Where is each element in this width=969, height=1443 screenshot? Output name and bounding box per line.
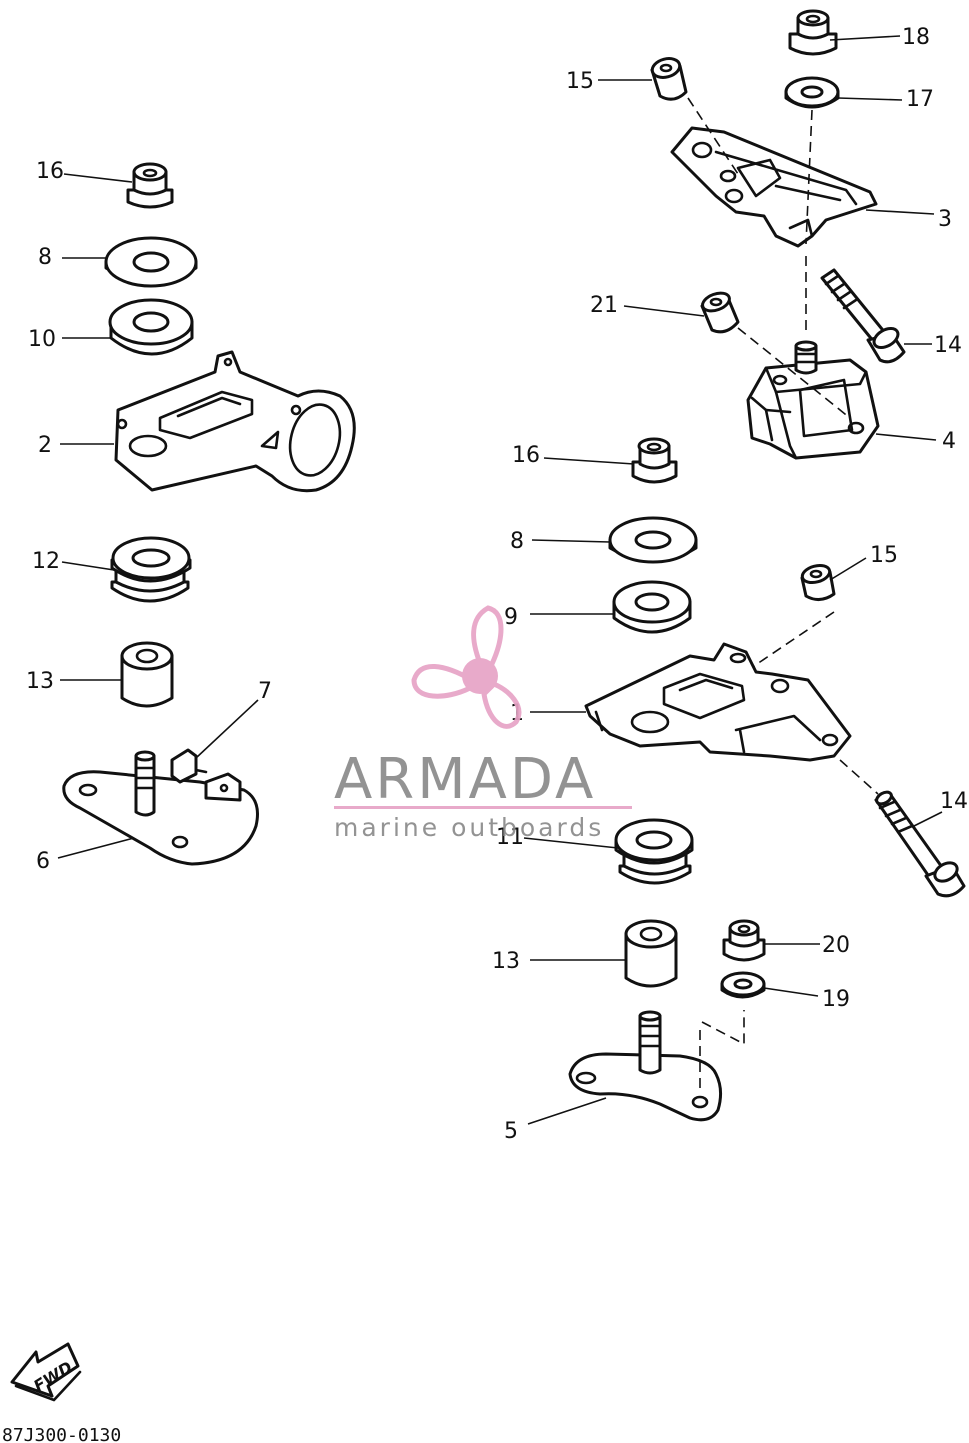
part-16-nut-left (126, 162, 174, 209)
part-12-grommet (110, 536, 192, 603)
part-6-mount-plate (62, 748, 259, 866)
part-16-nut-right (631, 437, 678, 484)
part-14-bolt-lower (874, 790, 966, 898)
part-8-washer-left (104, 236, 198, 288)
part-17-washer (784, 76, 840, 109)
part-13-sleeve-right (624, 919, 678, 988)
part-21-nut (700, 291, 740, 334)
part-11-grommet (614, 818, 694, 885)
callout-20: 20 (822, 933, 850, 958)
callout-16-right: 16 (512, 443, 540, 468)
callout-16-left: 16 (36, 159, 64, 184)
callout-15-mid: 15 (870, 543, 898, 568)
callout-9: 9 (504, 605, 518, 630)
callout-14-top: 14 (934, 333, 962, 358)
callout-2: 2 (38, 433, 52, 458)
callout-6: 6 (36, 849, 50, 874)
callout-5: 5 (504, 1119, 518, 1144)
part-13-sleeve-left (120, 641, 174, 708)
part-8-washer-right (608, 516, 698, 564)
callout-4: 4 (942, 429, 956, 454)
part-15-nut-top (650, 57, 688, 101)
part-15-nut-mid (800, 563, 836, 601)
part-18-nut (788, 9, 838, 56)
part-19-washer (720, 971, 766, 999)
callout-10: 10 (28, 327, 56, 352)
callout-13-left: 13 (26, 669, 54, 694)
callout-12: 12 (32, 549, 60, 574)
part-3-bracket (670, 126, 878, 248)
armada-watermark: ARMADA marine outboards (334, 605, 632, 842)
callout-8-left: 8 (38, 245, 52, 270)
callout-17: 17 (906, 87, 934, 112)
callout-3: 3 (938, 207, 952, 232)
propeller-icon (411, 605, 522, 729)
callout-8-right: 8 (510, 529, 524, 554)
fwd-arrow: FWD (10, 1342, 82, 1402)
part-10-grommet (108, 298, 194, 356)
callout-leaders (57, 35, 943, 1125)
part-9-grommet (612, 580, 692, 634)
callout-13-right: 13 (492, 949, 520, 974)
callout-15-top: 15 (566, 69, 594, 94)
part-5-mount-plate (568, 1010, 723, 1122)
callout-7: 7 (258, 679, 272, 704)
watermark-tagline: marine outboards (334, 813, 604, 842)
part-1-bracket (584, 642, 852, 762)
callout-18: 18 (902, 25, 930, 50)
part-2-bracket (114, 350, 356, 493)
callout-21: 21 (590, 293, 618, 318)
dashed-assembly-lines (687, 97, 879, 1094)
document-code: 87J300-0130 (2, 1425, 121, 1443)
part-4-engine-mount (746, 340, 880, 460)
callout-14-lower: 14 (940, 789, 968, 814)
callout-11: 11 (496, 825, 524, 850)
part-14-bolt-top (820, 268, 906, 364)
part-20-nut (722, 919, 766, 962)
callout-labels: 16 8 10 2 12 13 7 6 18 17 15 3 21 14 4 1… (26, 25, 968, 1144)
callout-19: 19 (822, 987, 850, 1012)
watermark-brand: ARMADA (334, 747, 596, 812)
